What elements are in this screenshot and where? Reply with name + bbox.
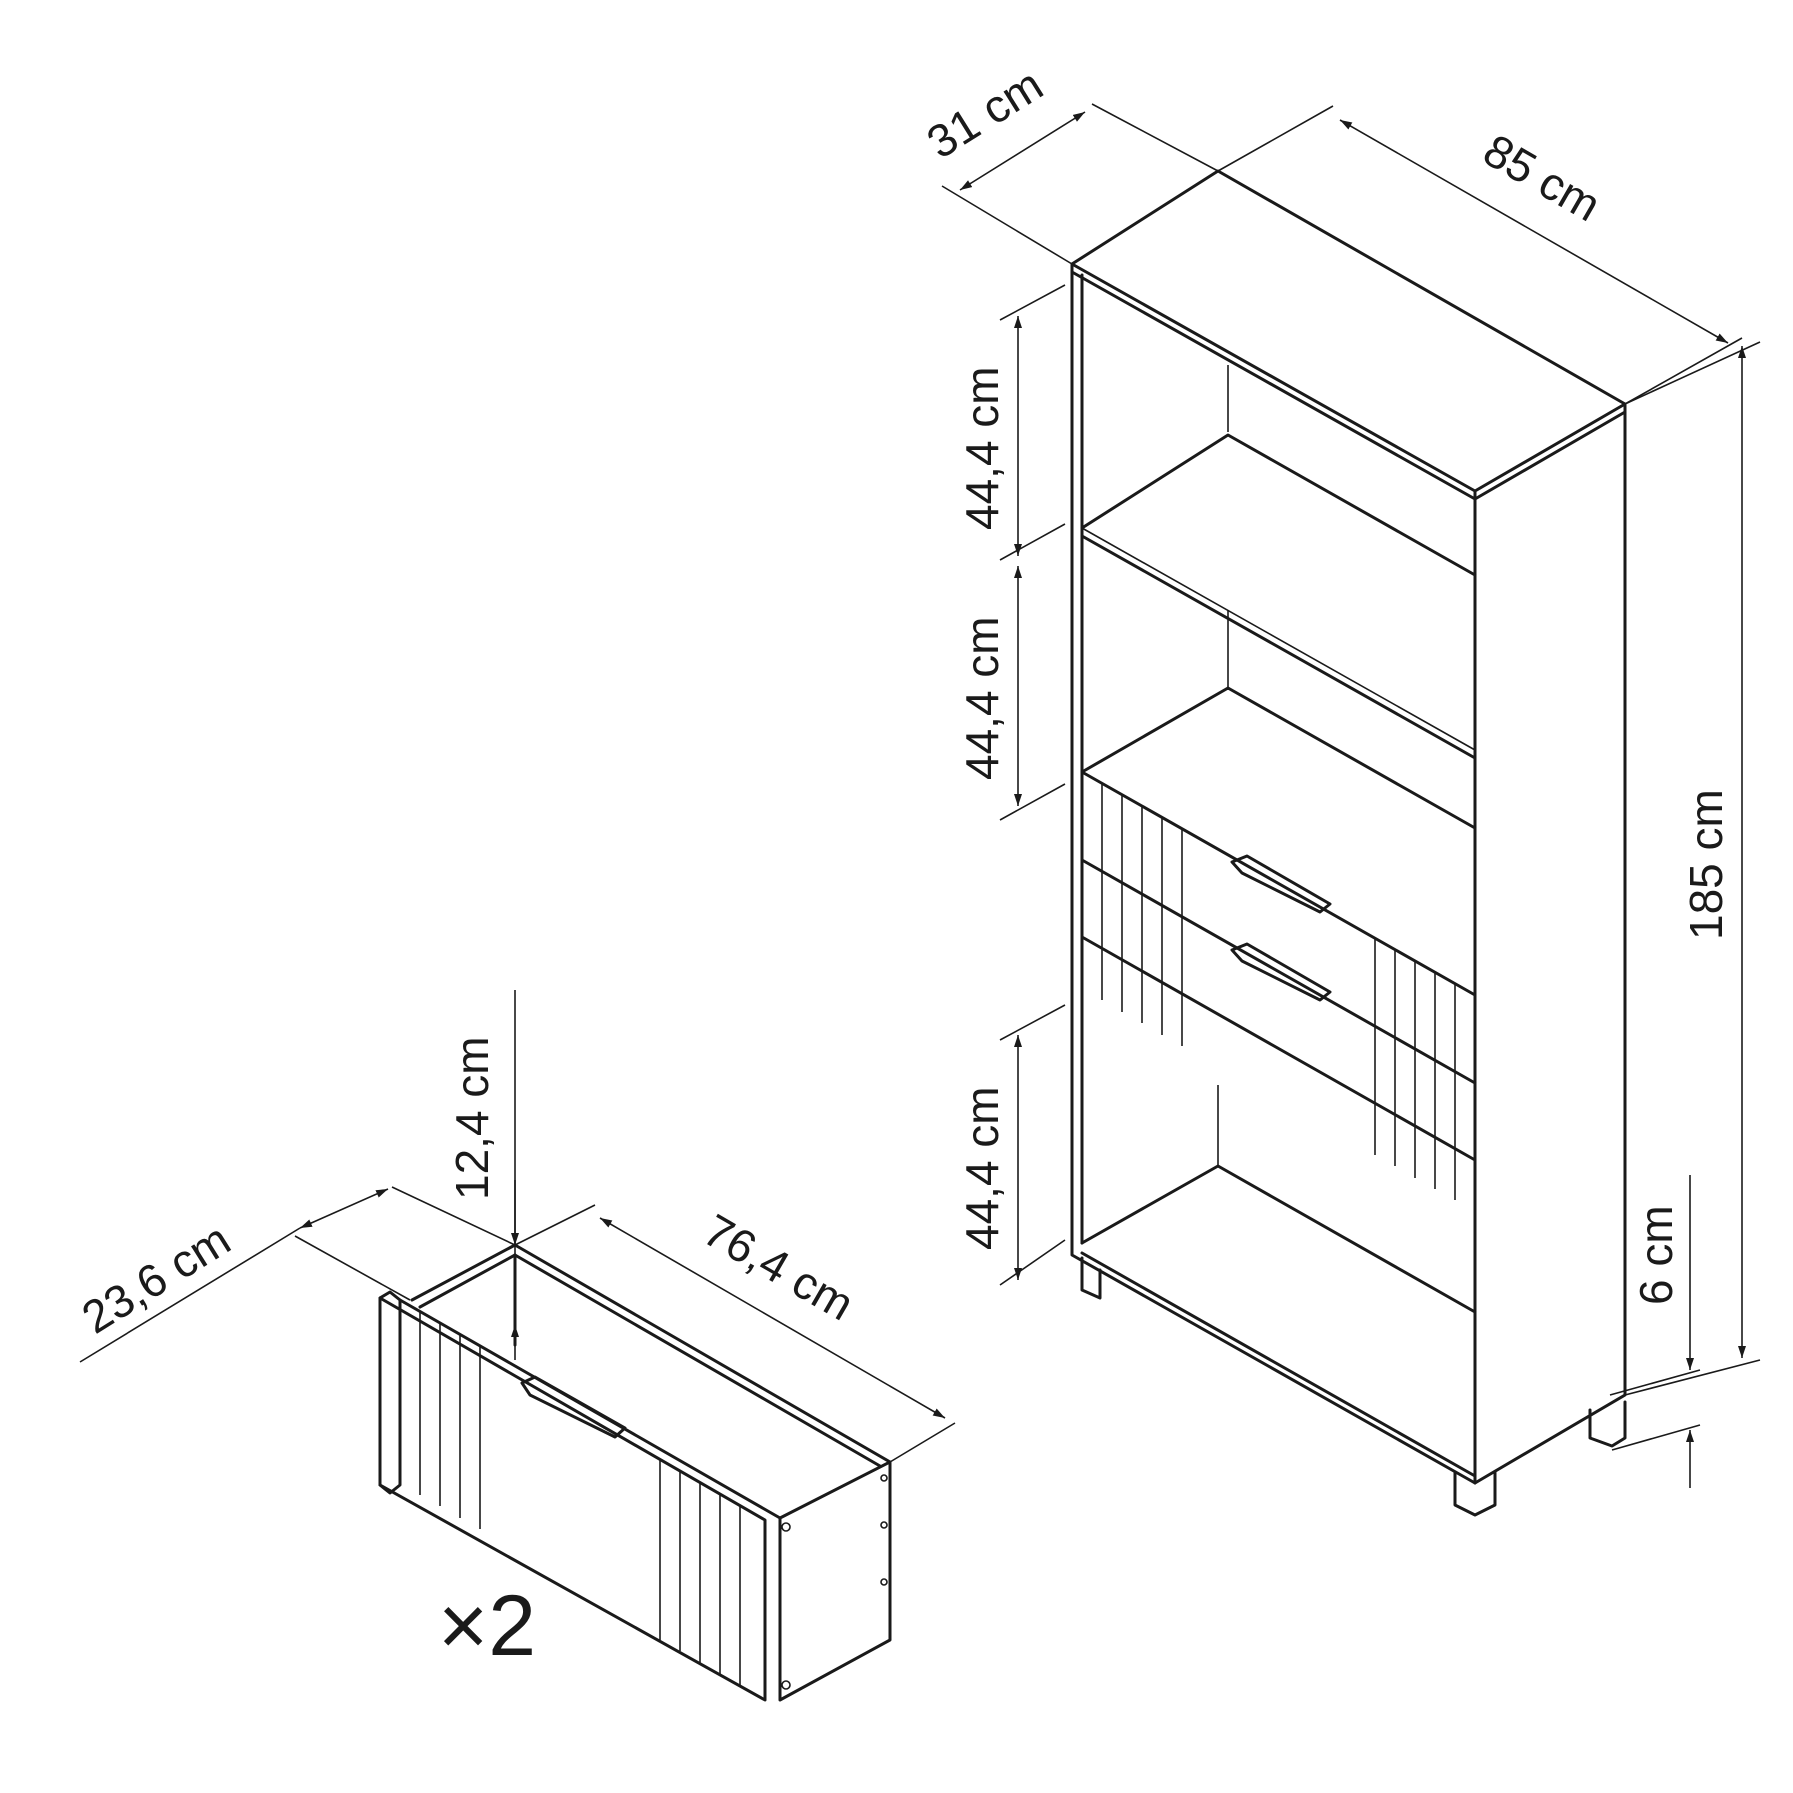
drawer-depth-dimension-line bbox=[299, 1188, 389, 1229]
width-dimension-line bbox=[1339, 119, 1729, 344]
depth-dimension-line bbox=[959, 111, 1086, 191]
drawer-quantity-label: ×2 bbox=[438, 1578, 536, 1674]
cabinet-height-label: 185 cm bbox=[1680, 789, 1732, 940]
compartment-bottom-label: 44,4 cm bbox=[956, 1086, 1008, 1250]
bookcase-illustration bbox=[1070, 169, 1627, 1517]
cabinet-depth-label: 31 cm bbox=[918, 58, 1052, 168]
drawer-depth-label: 23,6 cm bbox=[73, 1213, 239, 1344]
drawer-height-label: 12,4 cm bbox=[446, 1036, 498, 1200]
cabinet-width-label: 85 cm bbox=[1475, 124, 1609, 232]
leg-height-label: 6 cm bbox=[1630, 1205, 1682, 1305]
drawer-dimensions: 23,6 cm 76,4 cm 12,4 cm bbox=[73, 990, 956, 1463]
drawer-width-dimension-line bbox=[599, 1217, 946, 1419]
bookcase-dimensions: 31 cm 85 cm 185 cm 44,4 cm 44,4 cm 44,4 … bbox=[918, 58, 1761, 1488]
compartment-middle-label: 44,4 cm bbox=[956, 616, 1008, 780]
drawer-width-label: 76,4 cm bbox=[695, 1204, 863, 1331]
compartment-top-label: 44,4 cm bbox=[956, 366, 1008, 530]
